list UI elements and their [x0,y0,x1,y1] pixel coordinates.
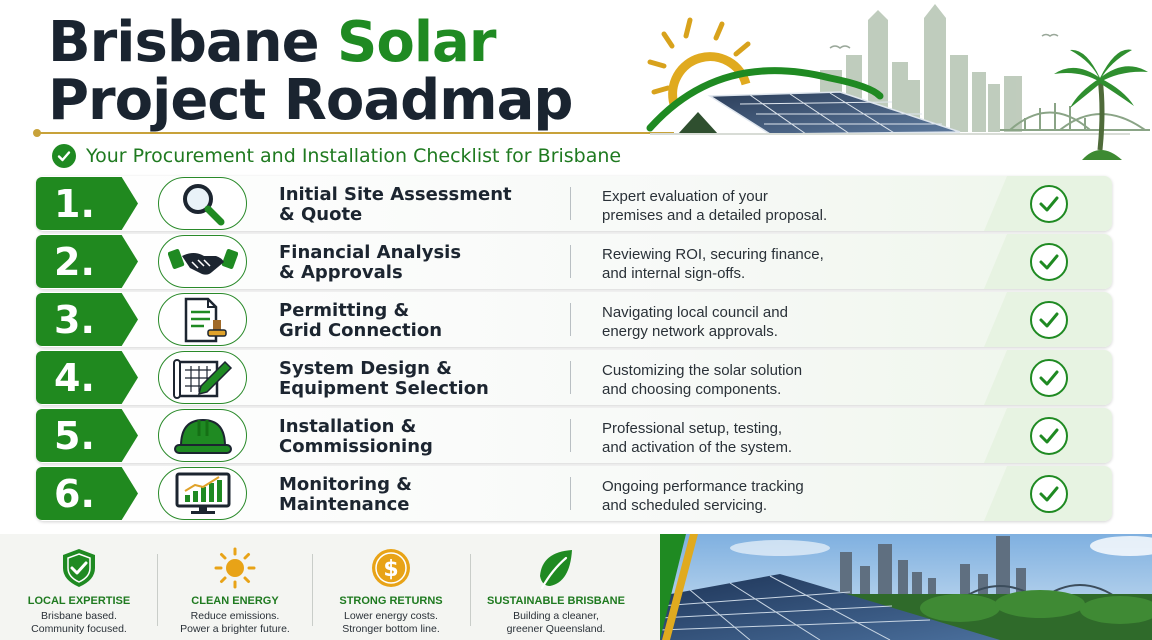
checkmark-icon [1030,417,1068,455]
step-number-badge: 2. [36,235,138,288]
feature-heading: SUSTAINABLE BRISBANE [487,595,625,607]
step-row-6: 6. Monitoring &Maintenance Ongoing perfo… [36,466,1112,521]
step-title: System Design &Equipment Selection [279,358,489,399]
feature-divider [312,554,313,626]
column-divider [570,245,571,278]
title-solar: Solar [337,10,496,75]
handshake-icon [158,235,247,288]
check-circle-icon [52,144,76,168]
step-row-4: 4. System Design &Equipment Selection Cu… [36,350,1112,405]
leaf-icon [540,550,572,590]
feature-text: Lower energy costs.Stronger bottom line. [342,610,440,635]
feature-text: Building a cleaner,greener Queensland. [506,610,606,635]
feature-text: Reduce emissions.Power a brighter future… [180,610,290,635]
step-title: Monitoring &Maintenance [279,474,412,515]
step-title: Installation &Commissioning [279,416,433,457]
feature-strong-returns: $ STRONG RETURNS Lower energy costs.Stro… [312,534,470,640]
column-divider [570,361,571,394]
column-divider [570,477,571,510]
feature-text: Brisbane based.Community focused. [31,610,127,635]
step-title: Financial Analysis& Approvals [279,242,462,283]
checkmark-icon [1030,359,1068,397]
subtitle: Your Procurement and Installation Checkl… [52,143,621,169]
column-divider [570,303,571,336]
column-divider [570,187,571,220]
permit-stamp-icon [158,293,247,346]
checkmark-icon [1030,243,1068,281]
feature-heading: CLEAN ENERGY [191,595,279,607]
magnifier-icon [158,177,247,230]
step-row-1: 1. Initial Site Assessment& Quote Expert… [36,176,1112,231]
subtitle-text: Your Procurement and Installation Checkl… [86,145,622,167]
feature-divider [470,554,471,626]
step-description: Reviewing ROI, securing finance,and inte… [602,246,824,282]
title-divider-dot [33,129,41,137]
feature-divider [157,554,158,626]
checkmark-icon [1030,185,1068,223]
title-brisbane: Brisbane [48,10,338,75]
solar-panels-city-photo [660,534,1152,640]
column-divider [570,419,571,452]
step-title: Initial Site Assessment& Quote [279,184,512,225]
step-number-badge: 3. [36,293,138,346]
checkmark-icon [1030,475,1068,513]
checkmark-icon [1030,301,1068,339]
dollar-coin-icon: $ [372,549,410,587]
feature-heading: LOCAL EXPERTISE [27,595,131,607]
feature-local-expertise: LOCAL EXPERTISE Brisbane based.Community… [0,534,158,640]
step-title: Permitting &Grid Connection [279,300,443,341]
step-row-5: 5. Installation &Commissioning Professio… [36,408,1112,463]
monitor-chart-icon [158,467,247,520]
hero-skyline-illustration [646,4,1150,160]
roadmap-steps: 1. Initial Site Assessment& Quote Expert… [36,176,1112,524]
step-number-badge: 4. [36,351,138,404]
sun-icon [214,547,256,589]
title-line-1: Brisbane Solar [48,14,572,72]
step-number-badge: 5. [36,409,138,462]
step-number-badge: 6. [36,467,138,520]
step-row-3: 3. Permitting &Grid Connection Navigatin… [36,292,1112,347]
blueprint-pencil-icon [158,351,247,404]
feature-sustainable-brisbane: SUSTAINABLE BRISBANE Building a cleaner,… [470,534,642,640]
step-description: Professional setup, testing,and activati… [602,420,793,456]
title-line-2: Project Roadmap [48,68,573,133]
feature-clean-energy: CLEAN ENERGY Reduce emissions.Power a br… [158,534,312,640]
step-number-badge: 1. [36,177,138,230]
page-title: Brisbane Solar Project Roadmap [48,14,573,133]
step-row-2: 2. Financial Analysis& Approvals Reviewi… [36,234,1112,289]
hard-hat-icon [158,409,247,462]
shield-check-icon [63,549,95,587]
feature-heading: STRONG RETURNS [339,595,443,607]
title-divider [36,132,674,134]
svg-text:$: $ [383,557,398,582]
